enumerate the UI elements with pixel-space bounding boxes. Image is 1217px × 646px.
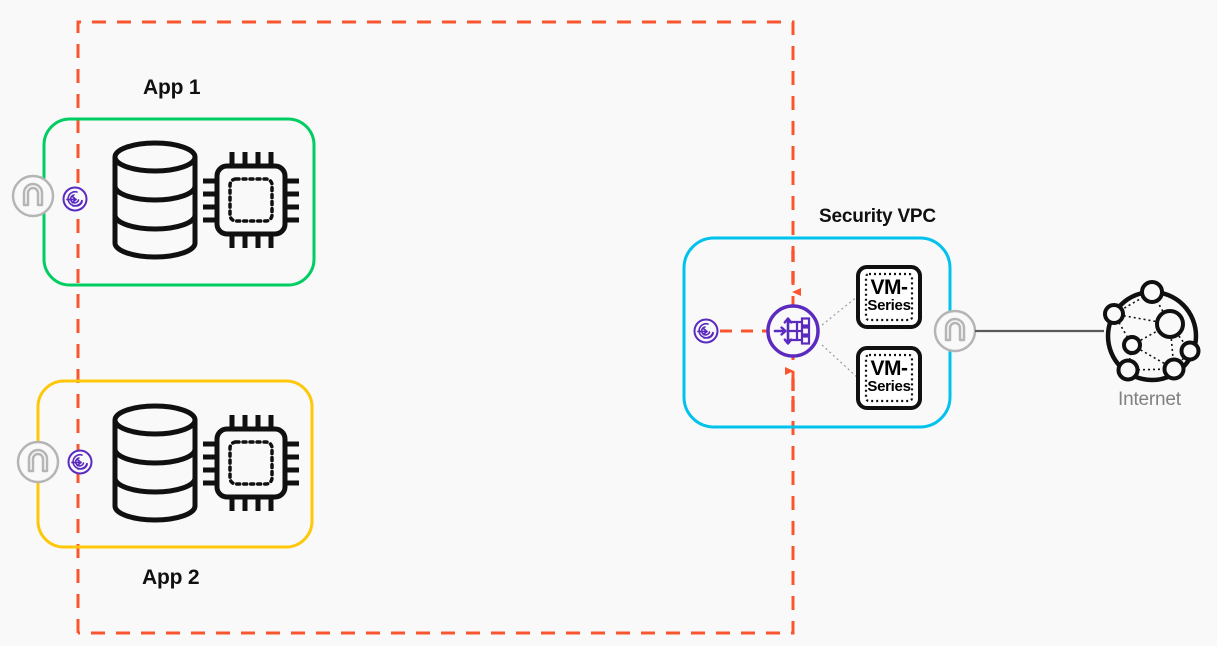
app2-label: App 2 bbox=[142, 566, 200, 589]
traffic-inspection-icon[interactable] bbox=[693, 318, 719, 344]
vm-series-line1: VM- bbox=[870, 357, 909, 380]
traffic-flow-boundary bbox=[76, 20, 795, 635]
vm-series-firewall-2[interactable] bbox=[856, 346, 922, 410]
internet-globe-icon bbox=[1103, 280, 1201, 383]
traffic-inspection-icon[interactable] bbox=[62, 186, 88, 212]
vm-series-label-1: VM- Series bbox=[858, 277, 920, 313]
security-vpc-label: Security VPC bbox=[819, 206, 936, 227]
gateway-icon[interactable] bbox=[16, 440, 60, 484]
vm-series-label-2: VM- Series bbox=[858, 358, 920, 394]
chip-icon bbox=[203, 152, 299, 248]
gateway-icon[interactable] bbox=[11, 174, 55, 218]
vm-series-line2: Series bbox=[867, 378, 911, 395]
database-icon bbox=[112, 140, 198, 260]
app1-label: App 1 bbox=[143, 76, 201, 99]
firewall-connectors bbox=[821, 295, 859, 379]
vm-series-line1: VM- bbox=[870, 276, 909, 299]
traffic-inspection-icon[interactable] bbox=[67, 449, 93, 475]
internet-label: Internet bbox=[1118, 389, 1181, 410]
load-balancer-icon[interactable] bbox=[766, 304, 820, 358]
gateway-icon[interactable] bbox=[933, 309, 977, 353]
vm-series-line2: Series bbox=[867, 297, 911, 314]
vm-series-firewall-1[interactable] bbox=[856, 265, 922, 329]
chip-icon bbox=[203, 415, 299, 511]
database-icon bbox=[112, 403, 198, 523]
